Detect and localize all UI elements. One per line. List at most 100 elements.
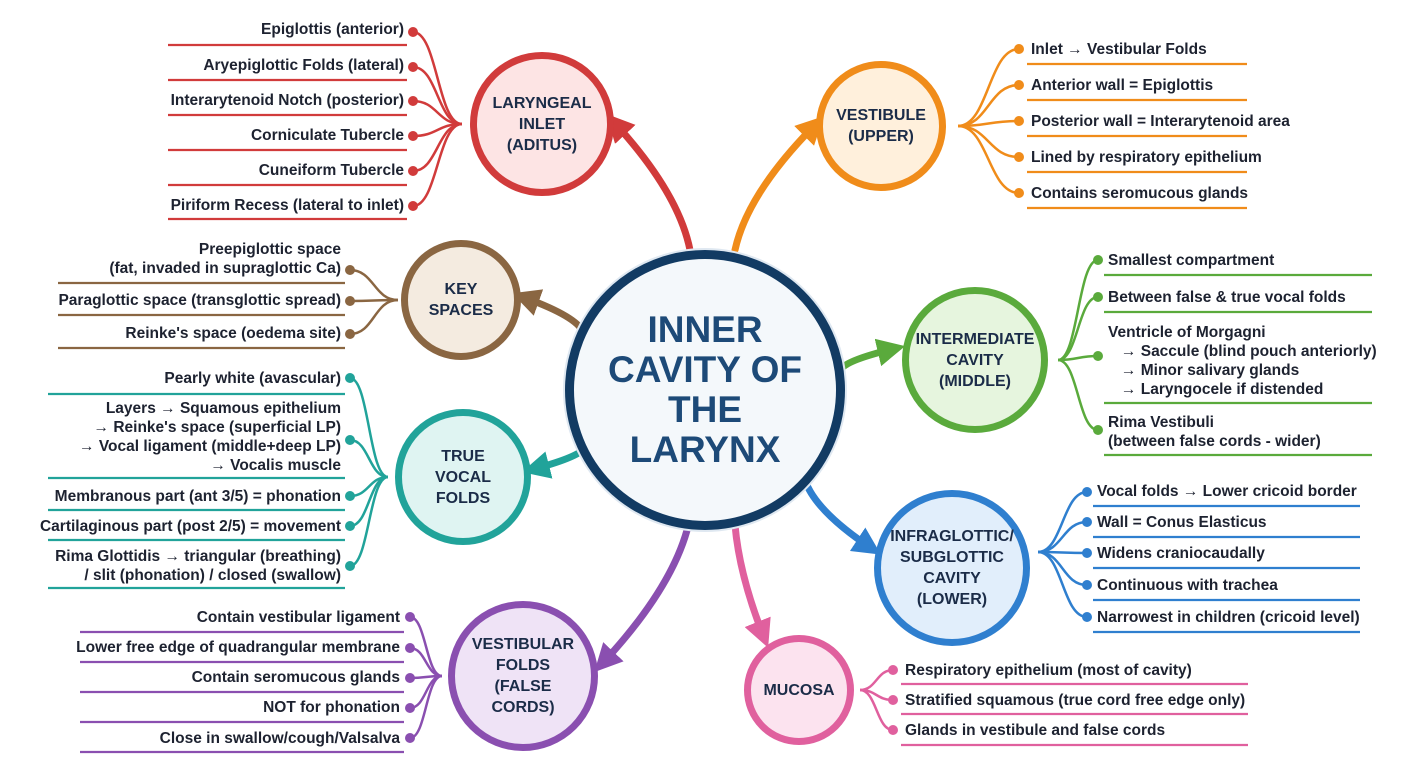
vestibule-node: VESTIBULE (UPPER)	[816, 61, 946, 191]
laryngeal-inlet-bullet-dot	[408, 131, 418, 141]
vestibule-fan-line	[957, 83, 1020, 128]
list-item: Continuous with trachea	[1097, 577, 1278, 594]
key-spaces-node: KEY SPACES	[401, 240, 521, 360]
vestibule-fan-line	[957, 124, 1020, 159]
list-item: Posterior wall = Interarytenoid area	[1031, 113, 1290, 130]
list-item: Contain vestibular ligament	[196, 609, 400, 626]
intermediate-cavity-bullet-dot	[1093, 425, 1103, 435]
laryngeal-inlet-connector	[606, 113, 694, 254]
key-spaces-title: KEY SPACES	[428, 281, 494, 319]
true-vocal-folds-node: TRUE VOCAL FOLDS	[395, 409, 531, 545]
mucosa-fan-line	[859, 668, 894, 692]
list-item: Wall = Conus Elasticus	[1097, 514, 1267, 531]
key-spaces-fan-line	[349, 298, 399, 336]
intermediate-cavity-node: INTERMEDIATE CAVITY (MIDDLE)	[902, 287, 1048, 433]
laryngeal-inlet-bullet-dot	[408, 27, 418, 37]
true-vocal-folds-bullet-dot	[345, 561, 355, 571]
intermediate-cavity-bullet-dot	[1093, 292, 1103, 302]
vestibular-folds-bullet-dot	[405, 703, 415, 713]
infraglottic-cavity-bullet-dot	[1082, 548, 1092, 558]
vestibular-folds-fan-line	[409, 646, 443, 678]
vestibule-bullet-dot	[1014, 188, 1024, 198]
list-item: Pearly white (avascular)	[164, 370, 341, 387]
list-item: Cuneiform Tubercle	[258, 162, 404, 179]
list-item: Piriform Recess (lateral to inlet)	[170, 197, 404, 214]
key-spaces-bullet-dot	[345, 265, 355, 275]
infraglottic-cavity-fan-line	[1037, 550, 1088, 619]
list-item: Widens craniocaudally	[1097, 545, 1265, 562]
vestibular-folds-bullet-dot	[405, 733, 415, 743]
intermediate-cavity-fan-line	[1057, 258, 1099, 362]
infraglottic-cavity-bullet-dot	[1082, 580, 1092, 590]
vestibule-fan-line	[957, 47, 1020, 128]
list-item: Vocal folds → Lower cricoid border	[1097, 483, 1357, 500]
infraglottic-cavity-fan-line	[1037, 520, 1088, 554]
laryngeal-inlet-fan-line	[412, 30, 463, 126]
list-item: Lower free edge of quadrangular membrane	[76, 639, 400, 656]
list-item: Membranous part (ant 3/5) = phonation	[54, 488, 341, 505]
true-vocal-folds-bullet-dot	[345, 373, 355, 383]
list-item: Cartilaginous part (post 2/5) = movement	[39, 518, 341, 535]
list-item: Contain seromucous glands	[191, 669, 400, 686]
true-vocal-folds-fan-line	[349, 475, 389, 568]
laryngeal-inlet-bullet-dot	[408, 96, 418, 106]
infraglottic-cavity-bullet-dot	[1082, 612, 1092, 622]
intermediate-cavity-title: INTERMEDIATE CAVITY (MIDDLE)	[915, 330, 1035, 390]
mucosa-bullet-dot	[888, 725, 898, 735]
infraglottic-cavity-bullet-dot	[1082, 487, 1092, 497]
vestibule-bullet-dot	[1014, 116, 1024, 126]
list-item: Contains seromucous glands	[1031, 185, 1249, 202]
vestibular-folds-title: VESTIBULAR FOLDS (FALSE CORDS)	[471, 636, 575, 716]
center-node: INNER CAVITY OF THE LARYNX	[565, 250, 845, 530]
true-vocal-folds-bullet-dot	[345, 435, 355, 445]
list-item: Ventricle of Morgagni → Saccule (blind p…	[1108, 324, 1377, 398]
list-item: Narrowest in children (cricoid level)	[1097, 609, 1360, 626]
list-item: Glands in vestibule and false cords	[905, 722, 1166, 739]
vestibular-folds-fan-line	[409, 615, 443, 678]
list-item: NOT for phonation	[263, 699, 400, 716]
infraglottic-cavity-node: INFRAGLOTTIC/ SUBGLOTTIC CAVITY (LOWER)	[874, 490, 1030, 646]
list-item: Reinke's space (oedema site)	[125, 325, 341, 342]
center-title: INNER CAVITY OF THE LARYNX	[608, 309, 802, 470]
list-item: Corniculate Tubercle	[250, 127, 404, 144]
mucosa-bullet-dot	[888, 665, 898, 675]
list-item: Interarytenoid Notch (posterior)	[170, 92, 404, 109]
list-item: Close in swallow/cough/Valsalva	[159, 730, 400, 747]
infraglottic-cavity-title: INFRAGLOTTIC/ SUBGLOTTIC CAVITY (LOWER)	[890, 528, 1014, 608]
list-item: Preepiglottic space (fat, invaded in sup…	[109, 241, 341, 277]
intermediate-cavity-fan-line	[1057, 295, 1099, 362]
list-item: Aryepiglottic Folds (lateral)	[203, 57, 404, 74]
mucosa-title: MUCOSA	[763, 681, 835, 699]
true-vocal-folds-bullet-dot	[345, 491, 355, 501]
key-spaces-bullet-dot	[345, 329, 355, 339]
intermediate-cavity-connector	[838, 338, 906, 372]
list-item: Epiglottis (anterior)	[261, 21, 404, 38]
list-item: Paraglottic space (transglottic spread)	[58, 292, 341, 309]
key-spaces-connector	[512, 289, 586, 334]
mucosa-connector	[731, 521, 771, 648]
list-item: Stratified squamous (true cord free edge…	[905, 692, 1246, 709]
laryngeal-inlet-bullet-dot	[408, 166, 418, 176]
list-item: Inlet → Vestibular Folds	[1031, 41, 1207, 58]
laryngeal-inlet-node: LARYNGEAL INLET (ADITUS)	[470, 52, 614, 196]
vestibular-folds-bullet-dot	[405, 643, 415, 653]
true-vocal-folds-fan-line	[349, 376, 389, 479]
true-vocal-folds-bullet-dot	[345, 521, 355, 531]
list-item: Rima Vestibuli (between false cords - wi…	[1108, 414, 1321, 450]
infraglottic-cavity-fan-line	[1037, 550, 1088, 587]
vestibule-connector	[731, 116, 824, 254]
vestibular-folds-bullet-dot	[405, 612, 415, 622]
laryngeal-inlet-bullet-dot	[408, 201, 418, 211]
laryngeal-inlet-bullet-dot	[408, 62, 418, 72]
list-item: Layers → Squamous epithelium → Reinke's …	[79, 400, 341, 474]
vestibular-folds-connector	[594, 514, 694, 673]
vestibule-bullet-dot	[1014, 80, 1024, 90]
list-item: Anterior wall = Epiglottis	[1031, 77, 1214, 94]
list-item: Between false & true vocal folds	[1108, 289, 1346, 306]
mucosa-node: MUCOSA	[744, 635, 854, 745]
infraglottic-cavity-bullet-dot	[1082, 517, 1092, 527]
vestibule-bullet-dot	[1014, 44, 1024, 54]
vestibule-fan-line	[957, 124, 1020, 195]
